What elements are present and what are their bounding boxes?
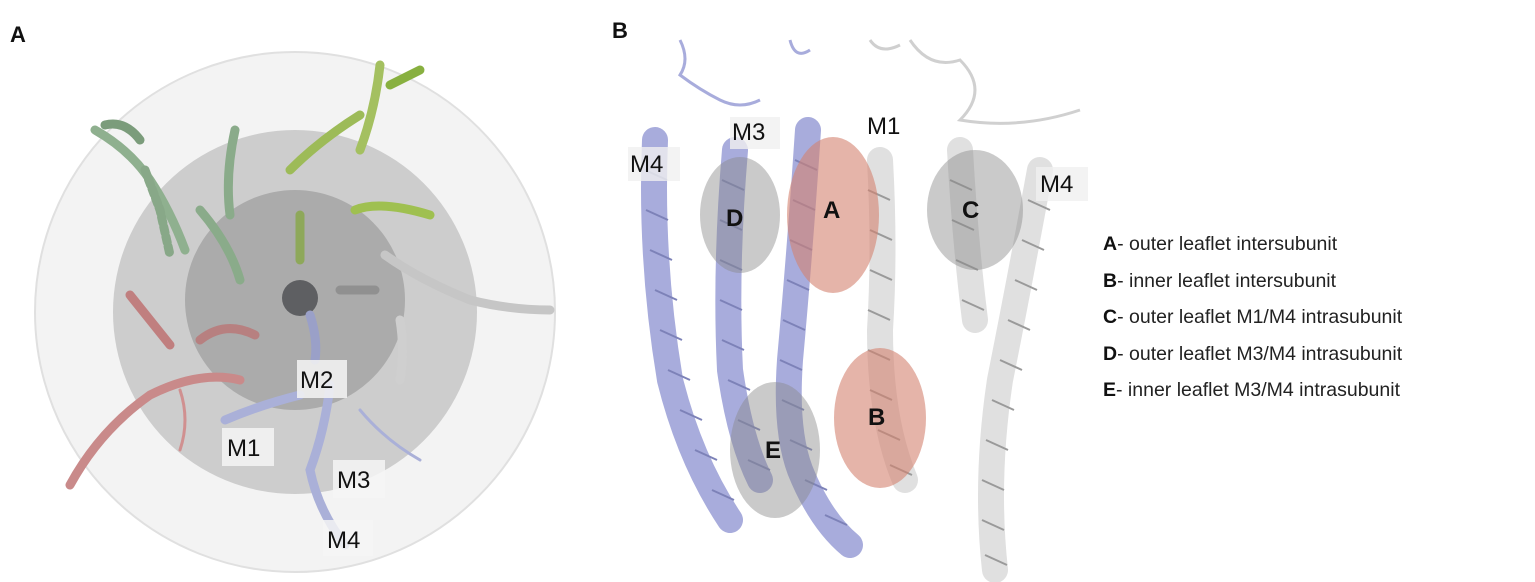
helix-label-b-m1: M1 (867, 113, 900, 140)
site-b-region (834, 348, 926, 488)
site-label-c: C (962, 197, 979, 224)
helix-label-m4: M4 (327, 527, 360, 554)
site-c-region (927, 150, 1023, 270)
subunit-red (65, 290, 260, 490)
subunit-green-dark (90, 119, 245, 285)
legend-item-c: C- outer leaflet M1/M4 intrasubunit (1103, 306, 1403, 328)
helix-label-b-m3: M3 (732, 119, 765, 146)
helix-label-b-m4-right: M4 (1040, 171, 1073, 198)
panel-a-letter: A (10, 22, 26, 47)
legend-item-e: E- inner leaflet M3/M4 intrasubunit (1103, 379, 1400, 401)
site-label-e: E (765, 437, 781, 464)
legend-item-d: D- outer leaflet M3/M4 intrasubunit (1103, 342, 1403, 365)
site-legend: A- outer leaflet intersubunit B- inner l… (1103, 226, 1402, 409)
site-a-region (787, 137, 879, 293)
loops (677, 39, 1081, 125)
site-label-a: A (823, 197, 840, 224)
subunit-green-light (285, 60, 435, 265)
panel-b-letter: B (612, 18, 628, 43)
site-d-region (700, 157, 780, 273)
helix-label-b-m4-left: M4 (630, 151, 663, 178)
subunit-gray (335, 250, 555, 385)
legend-item-a: A- outer leaflet intersubunit (1103, 233, 1338, 255)
side-view: A B C D E M4 M3 M1 M4 (628, 39, 1088, 582)
legend-item-b: B- inner leaflet intersubunit (1103, 269, 1337, 292)
site-e-region (730, 382, 820, 518)
site-label-b: B (868, 404, 885, 431)
blue-helix-shading (644, 159, 848, 526)
helix-label-m2: M2 (300, 367, 333, 394)
pentamer-top-view: M2 M1 M3 M4 (34, 51, 556, 573)
site-label-d: D (726, 205, 743, 232)
pore-icon (282, 280, 318, 316)
helix-label-m1: M1 (227, 435, 260, 462)
helix-label-m3: M3 (337, 467, 370, 494)
